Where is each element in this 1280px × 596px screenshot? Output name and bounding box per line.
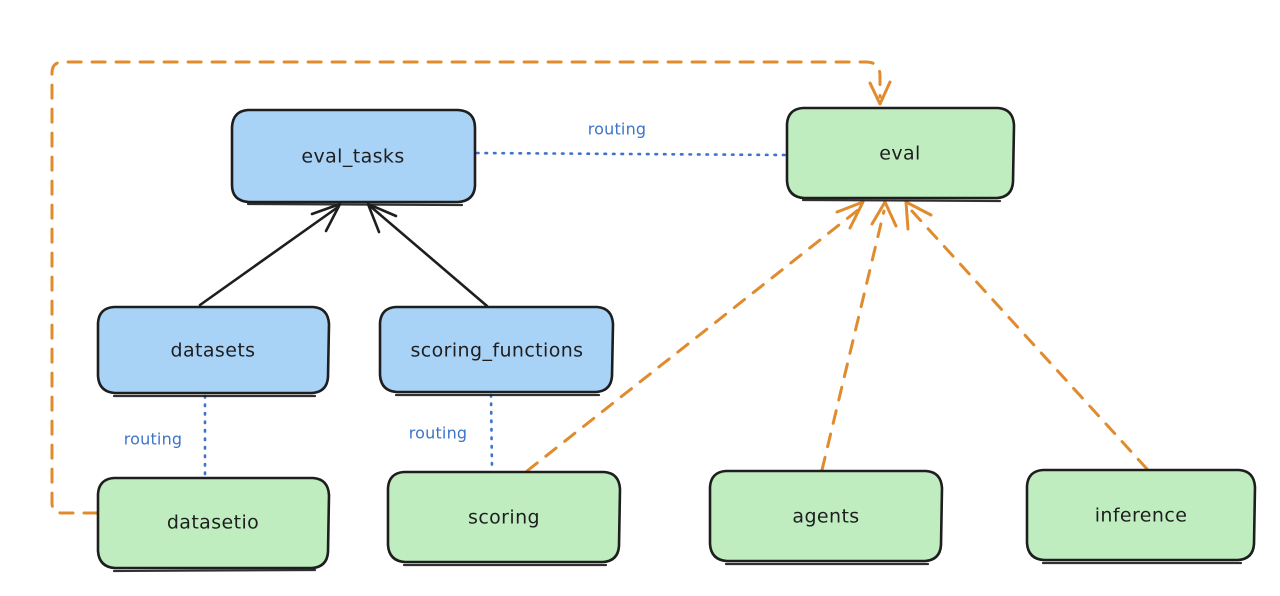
edge-agents-to-eval <box>820 200 898 472</box>
edge-label-routing-eval-tasks-eval: routing <box>588 120 647 139</box>
edge-scoring-functions-to-eval-tasks <box>366 202 489 308</box>
node-eval-box <box>785 106 1016 200</box>
node-eval-shadow <box>801 198 1002 203</box>
edge-label-routing-datasets-datasetio: routing <box>124 430 183 449</box>
edge-scoring-functions-to-scoring <box>489 393 494 473</box>
node-scoring-label: scoring <box>468 507 540 529</box>
edge-scoring-functions-to-scoring-path <box>489 393 494 473</box>
node-scoring[interactable]: scoring <box>386 470 622 567</box>
node-inference-box <box>1025 468 1257 562</box>
node-datasetio-box <box>96 476 331 570</box>
edge-datasetio-to-eval <box>50 60 892 515</box>
node-datasetio-label: datasetio <box>167 512 259 534</box>
edge-scoring-to-eval <box>525 200 865 473</box>
edge-inference-to-eval-path <box>909 208 1149 471</box>
edge-inference-to-eval <box>904 200 1149 471</box>
edge-layer <box>50 60 1149 515</box>
node-agents-label: agents <box>792 506 859 528</box>
edge-datasetio-to-eval-path <box>50 60 882 515</box>
edge-datasetio-to-eval-arrowhead <box>868 80 892 106</box>
edge-datasets-to-eval-tasks-path <box>198 205 340 307</box>
node-scoring-box <box>386 470 622 564</box>
node-eval-tasks[interactable]: eval_tasks <box>230 108 477 207</box>
node-eval-tasks-shadow <box>246 202 464 207</box>
edge-label-layer: routing routing routing <box>124 120 647 449</box>
edge-inference-to-eval-arrowhead <box>904 200 933 231</box>
node-datasets-box <box>96 305 331 395</box>
node-eval-tasks-label: eval_tasks <box>301 146 404 168</box>
node-inference[interactable]: inference <box>1025 468 1257 565</box>
node-eval-tasks-box <box>230 108 477 204</box>
edge-scoring-to-eval-arrowhead <box>835 200 865 230</box>
node-datasets[interactable]: datasets <box>96 305 331 398</box>
node-inference-label: inference <box>1095 505 1188 527</box>
edge-scoring-functions-to-eval-tasks-path <box>368 204 489 308</box>
node-scoring-functions[interactable]: scoring_functions <box>378 305 615 397</box>
node-datasetio[interactable]: datasetio <box>96 476 331 573</box>
edge-agents-to-eval-path <box>820 209 886 472</box>
edge-eval-tasks-to-eval <box>475 151 788 157</box>
edge-label-routing-scoring-functions-scoring: routing <box>409 424 468 443</box>
node-eval[interactable]: eval <box>785 106 1016 203</box>
node-scoring-functions-label: scoring_functions <box>411 340 584 362</box>
node-eval-label: eval <box>879 143 920 165</box>
node-agents[interactable]: agents <box>708 469 944 566</box>
node-datasetio-shadow <box>112 568 317 573</box>
node-datasets-label: datasets <box>171 340 256 362</box>
edge-eval-tasks-to-eval-path <box>475 151 788 157</box>
node-agents-box <box>708 469 944 563</box>
node-layer: eval_tasks eval datasets scoring_functio… <box>96 106 1257 573</box>
node-scoring-functions-box <box>378 305 615 394</box>
edge-datasets-to-eval-tasks <box>198 202 342 307</box>
edge-agents-to-eval-arrowhead <box>870 200 898 228</box>
